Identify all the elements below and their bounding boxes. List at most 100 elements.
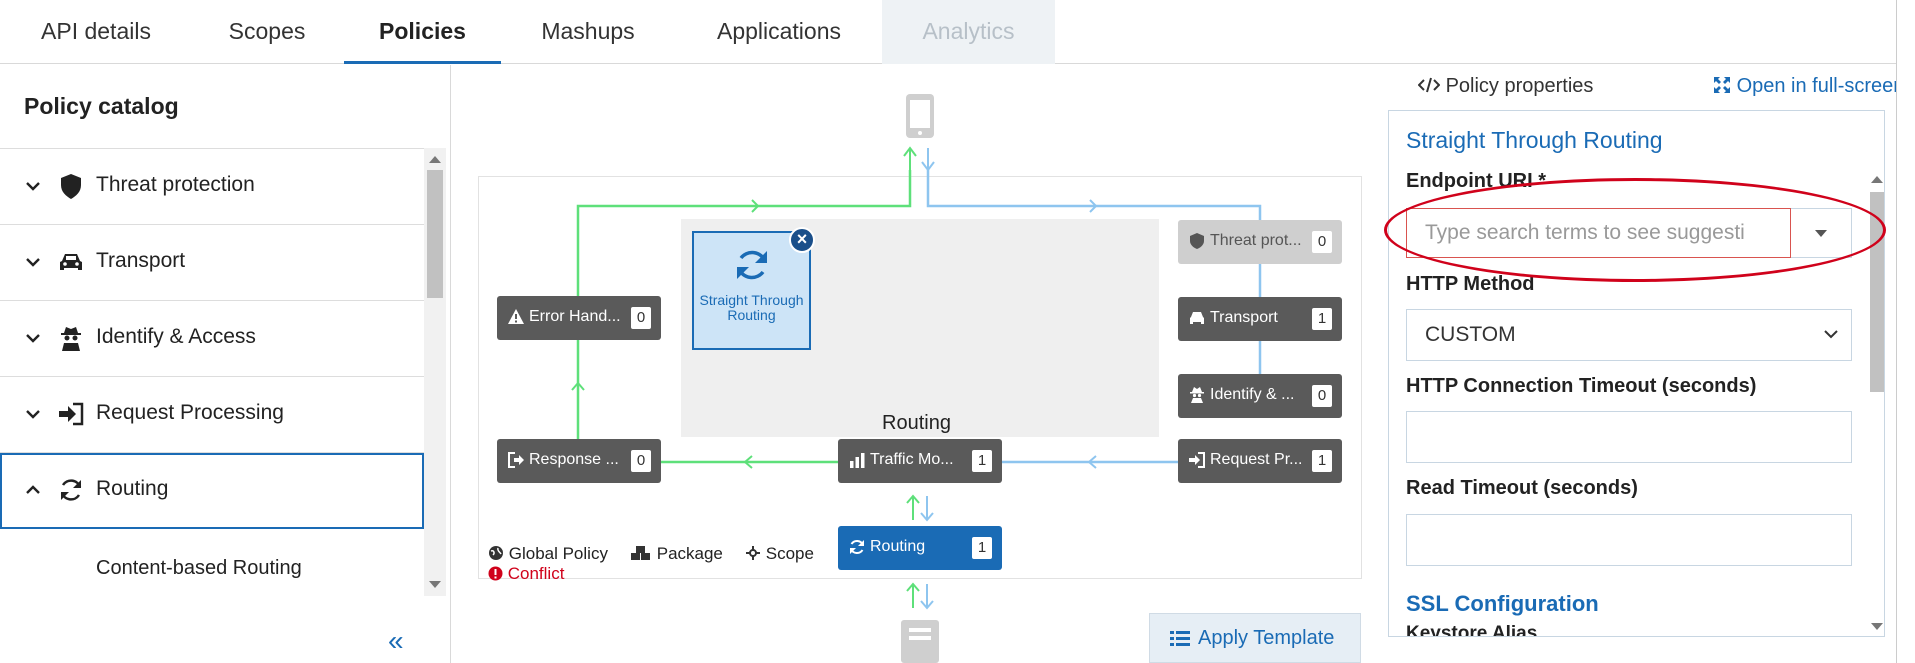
catalog-item-threat-protection[interactable]: Threat protection [0,149,424,225]
tab-applications[interactable]: Applications [716,18,842,44]
chevron-down-icon [26,258,40,267]
car-icon [60,254,82,270]
node-count: 0 [1312,231,1332,253]
node-count: 1 [972,450,992,472]
mobile-device-icon [906,94,934,138]
node-count: 0 [1312,385,1332,407]
http-method-select[interactable]: CUSTOM [1406,309,1852,361]
legend-conflict: Conflict [488,564,564,584]
remove-policy-button[interactable]: × [789,227,815,253]
policy-properties-name: Straight Through Routing [1406,127,1663,153]
node-routing[interactable]: Routing 1 [838,526,1002,570]
tab-api-details[interactable]: API details [41,18,151,44]
chevron-down-icon [26,410,40,419]
node-count: 0 [631,450,651,472]
refresh-icon [850,539,864,555]
scrollbar-thumb[interactable] [427,170,443,298]
open-fullscreen-link[interactable]: Open in full-screen [1713,75,1904,98]
code-icon [1417,77,1441,93]
tab-bar: API details Scopes Policies Mashups Appl… [0,0,1915,64]
open-fullscreen-label: Open in full-screen [1736,75,1905,97]
node-label: Error Hand... [529,308,621,325]
policy-card-label: Straight Through Routing [699,292,804,323]
globe-icon [489,546,503,560]
shield-icon [61,174,81,199]
tab-policies[interactable]: Policies [344,0,501,64]
http-method-value: CUSTOM [1425,323,1516,346]
legend-package: Package [630,544,723,564]
node-error-handling[interactable]: Error Hand... 0 [497,296,661,340]
tab-analytics: Analytics [882,0,1055,64]
policy-card-straight-through-routing[interactable]: Straight Through Routing [692,231,811,350]
scrollbar-thumb[interactable] [1870,192,1884,392]
node-label: Identify & ... [1210,386,1295,403]
scroll-down-arrow[interactable] [429,581,441,588]
endpoint-uri-combobox[interactable]: Type search terms to see suggesti [1406,208,1852,258]
http-connection-timeout-label: HTTP Connection Timeout (seconds) [1406,375,1757,397]
window-edge [1896,0,1915,663]
catalog-item-label: Routing [96,477,169,500]
policy-properties-panel: Straight Through Routing Endpoint URI * … [1388,110,1885,637]
node-label: Routing [870,538,926,555]
apply-template-button[interactable]: Apply Template [1149,613,1361,663]
catalog-sub-item-content-based-routing[interactable]: Content-based Routing [96,557,302,579]
bar-chart-icon [850,453,865,468]
apply-template-label: Apply Template [1198,627,1335,649]
endpoint-uri-dropdown-button[interactable] [1791,208,1852,258]
catalog-item-transport[interactable]: Transport [0,225,424,301]
list-icon [1170,631,1190,646]
legend-label: Global Policy [508,544,608,563]
http-connection-timeout-input[interactable] [1406,411,1852,463]
catalog-item-label: Transport [96,249,186,272]
node-response-processing[interactable]: Response ... 0 [497,439,661,483]
node-request-processing[interactable]: Request Pr... 1 [1178,439,1342,483]
collapse-panel-button[interactable]: « [388,625,404,656]
tab-mashups[interactable]: Mashups [541,18,635,44]
node-count: 1 [972,537,992,559]
car-icon [1190,312,1204,324]
node-identify-access[interactable]: Identify & ... 0 [1178,374,1342,418]
node-threat-protection[interactable]: Threat prot... 0 [1178,220,1342,264]
expand-icon [1714,77,1730,93]
catalog-item-label: Request Processing [96,401,284,424]
node-label: Response ... [529,451,619,468]
node-label: Transport [1210,309,1278,326]
scroll-up-arrow[interactable] [429,156,441,163]
catalog-item-routing[interactable]: Routing [0,453,424,529]
node-transport[interactable]: Transport 1 [1178,297,1342,341]
tab-scopes[interactable]: Scopes [228,18,306,44]
policy-catalog-panel: Policy catalog Threat protection Transpo… [0,65,451,663]
catalog-item-identify-access[interactable]: Identify & Access [0,301,424,377]
legend-scope: Scope [745,544,814,564]
caret-down-icon [1815,230,1827,237]
sign-in-icon [1189,452,1205,468]
sign-out-icon [508,452,524,468]
node-traffic-monitoring[interactable]: Traffic Mo... 1 [838,439,1002,483]
warning-icon [508,309,524,324]
catalog-item-request-processing[interactable]: Request Processing [0,377,424,453]
scroll-down-arrow[interactable] [1871,623,1883,630]
http-method-label: HTTP Method [1406,273,1535,295]
node-label: Threat prot... [1210,232,1302,249]
node-count: 1 [1312,450,1332,472]
endpoint-uri-input[interactable]: Type search terms to see suggesti [1406,208,1791,258]
chevron-down-icon [26,334,40,343]
read-timeout-input[interactable] [1406,514,1852,566]
catalog-item-label: Identify & Access [96,325,256,348]
scroll-up-arrow[interactable] [1871,176,1883,183]
policy-properties-header: Policy properties [1417,75,1594,98]
legend-label: Scope [765,544,814,563]
sign-in-icon [59,402,84,426]
catalog-list: Threat protection Transport Identify & A… [0,148,424,598]
chevron-up-icon [26,485,40,494]
spy-icon [1190,387,1204,403]
alert-circle-icon [488,566,503,581]
node-label: Request Pr... [1210,451,1303,468]
keystore-alias-label: Keystore Alias [1406,623,1538,637]
refresh-icon [60,479,82,501]
node-count: 0 [631,307,651,329]
properties-scrollbar[interactable] [1868,170,1886,636]
catalog-scrollbar[interactable] [424,148,446,596]
policy-properties-title: Policy properties [1445,75,1594,97]
